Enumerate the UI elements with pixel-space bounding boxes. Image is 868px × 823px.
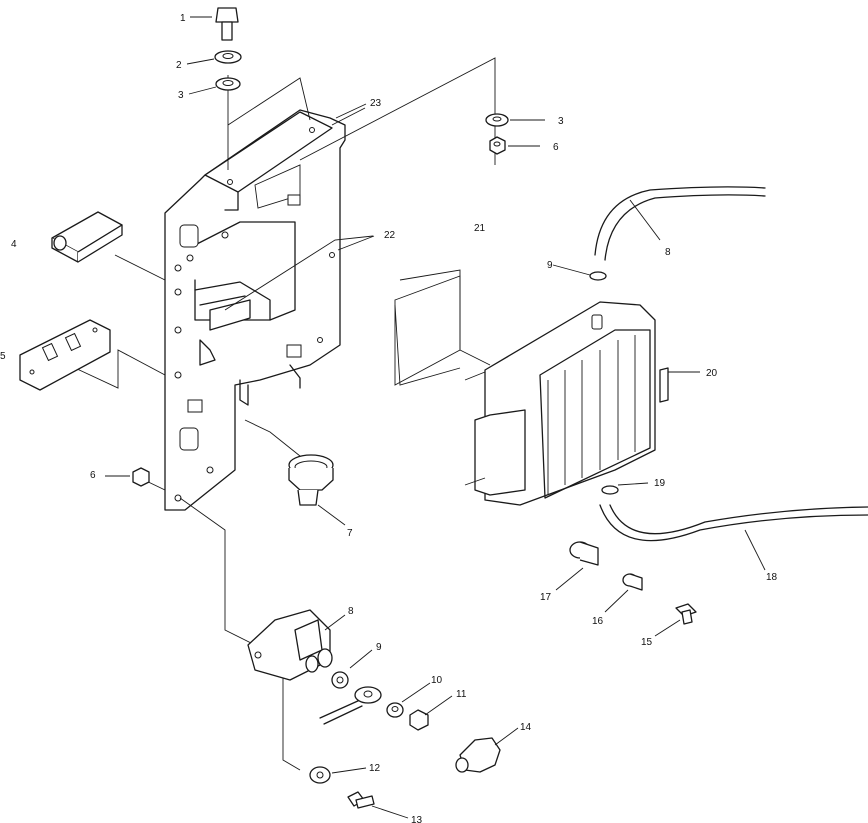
nut-part-6-top xyxy=(489,136,506,155)
callout-17: 17 xyxy=(540,592,552,603)
hose-part-18 xyxy=(599,504,868,542)
callout-16: 16 xyxy=(592,616,604,627)
hose-part-8 xyxy=(594,186,766,261)
screw-part-13 xyxy=(347,791,375,809)
nut-part-6-left xyxy=(132,467,150,487)
callout-7: 7 xyxy=(347,528,353,539)
washer-part-9 xyxy=(331,671,349,689)
washer-part-10 xyxy=(386,702,404,718)
callout-6-top: 6 xyxy=(553,142,559,153)
leader-lines xyxy=(74,57,496,771)
clamp-part-7 xyxy=(288,454,334,506)
washer-part-2 xyxy=(214,50,242,64)
callout-9-top: 9 xyxy=(547,260,553,271)
callout-21: 21 xyxy=(474,223,486,234)
callout-23: 23 xyxy=(370,98,382,109)
clamp-part-19 xyxy=(601,485,619,495)
module-part-20 xyxy=(464,301,669,506)
washer-part-3 xyxy=(215,77,241,91)
callout-2: 2 xyxy=(176,60,182,71)
callout-1: 1 xyxy=(180,13,186,24)
bolt-part-1 xyxy=(215,7,239,41)
nut-part-11 xyxy=(409,709,429,731)
callout-leaders xyxy=(105,16,766,819)
relay-part-8 xyxy=(247,609,333,681)
callout-18: 18 xyxy=(766,572,778,583)
callout-6-left: 6 xyxy=(90,470,96,481)
callout-9-lower: 9 xyxy=(376,642,382,653)
callout-5: 5 xyxy=(0,351,6,362)
bracket-part-5 xyxy=(19,319,111,391)
clamp-part-9-top xyxy=(589,271,607,281)
callout-8-top: 8 xyxy=(665,247,671,258)
callout-19: 19 xyxy=(654,478,666,489)
washer-part-12 xyxy=(309,766,331,784)
callout-14: 14 xyxy=(520,722,532,733)
washer-part-3-right xyxy=(485,113,509,127)
callout-3-right: 3 xyxy=(558,116,564,127)
callout-12: 12 xyxy=(369,763,381,774)
bolt-part-15 xyxy=(675,603,697,625)
callout-labels: 1 2 3 3 6 23 4 22 21 8 9 5 20 6 19 7 18 … xyxy=(0,13,778,823)
fitting-part-17 xyxy=(569,541,599,566)
callout-10: 10 xyxy=(431,675,443,686)
callout-8-lower: 8 xyxy=(348,606,354,617)
callout-20: 20 xyxy=(706,368,718,379)
label-part-21 xyxy=(394,275,461,386)
mounting-plate-part-23 xyxy=(164,109,346,511)
connector-part-4 xyxy=(51,211,123,263)
callout-3-left: 3 xyxy=(178,90,184,101)
cable-terminal xyxy=(319,686,382,725)
callout-4: 4 xyxy=(11,239,17,250)
callout-11: 11 xyxy=(456,689,467,700)
fitting-part-16 xyxy=(622,573,643,591)
callout-13: 13 xyxy=(411,815,423,823)
boot-part-14 xyxy=(455,737,501,773)
callout-22: 22 xyxy=(384,230,396,241)
callout-15: 15 xyxy=(641,637,653,648)
